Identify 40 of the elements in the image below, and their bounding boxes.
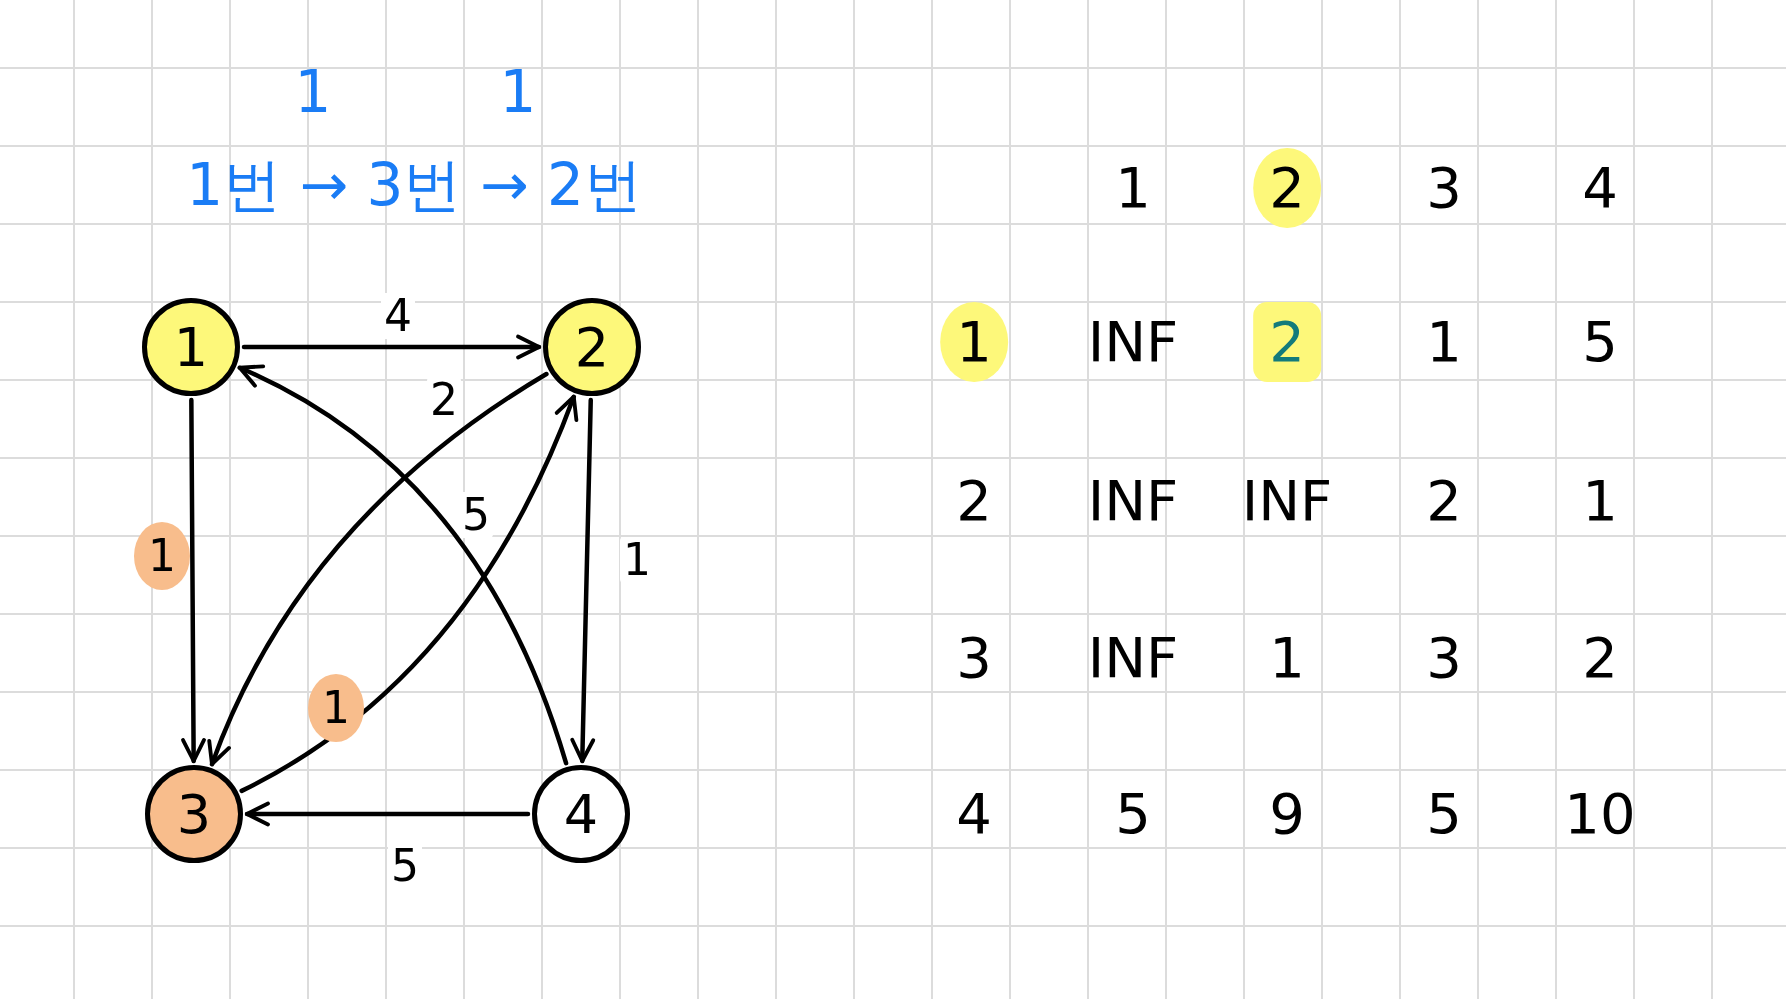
edge-label: 5	[459, 492, 493, 538]
header-cell: 2	[1253, 148, 1321, 228]
table-cell: 1	[1582, 473, 1618, 529]
header-cell: 3	[956, 630, 992, 686]
arrow	[181, 397, 206, 764]
table-cell: INF	[1241, 473, 1333, 529]
table-cell: 5	[1426, 786, 1462, 842]
header-cell: 2	[956, 473, 992, 529]
table-cell: 5	[1115, 786, 1151, 842]
table-cell: 10	[1564, 786, 1636, 842]
table-cell: INF	[1087, 630, 1179, 686]
header-cell: 4	[1582, 160, 1618, 216]
table-cell: 2	[1426, 473, 1462, 529]
vertex-circle: 4	[532, 765, 630, 863]
header-cell: 1	[940, 302, 1008, 382]
edge-label: 1	[134, 522, 190, 590]
edge-label: 4	[381, 293, 415, 339]
table-cell: INF	[1087, 473, 1179, 529]
header-cell: 1	[1115, 160, 1151, 216]
cost-label: 1	[499, 63, 537, 121]
table-cell: 9	[1269, 786, 1305, 842]
header-cell: 3	[1426, 160, 1462, 216]
arrow	[570, 397, 596, 764]
table-cell: 1	[1269, 630, 1305, 686]
edge-label: 1	[308, 674, 364, 742]
arrow	[239, 394, 578, 794]
table-cell: INF	[1087, 314, 1179, 370]
vertex-circle: 3	[145, 765, 243, 863]
table-cell: 3	[1426, 630, 1462, 686]
table-cell: 2	[1253, 302, 1321, 382]
path-label: 1번 → 3번 → 2번	[186, 156, 642, 214]
arrow	[244, 801, 531, 827]
table-cell: 5	[1582, 314, 1618, 370]
vertex-circle: 2	[543, 298, 641, 396]
vertex-circle: 1	[142, 298, 240, 396]
cost-label: 1	[294, 63, 332, 121]
header-cell: 4	[956, 786, 992, 842]
table-cell: 2	[1582, 630, 1618, 686]
table-cell: 1	[1426, 314, 1462, 370]
arrow	[241, 334, 542, 360]
